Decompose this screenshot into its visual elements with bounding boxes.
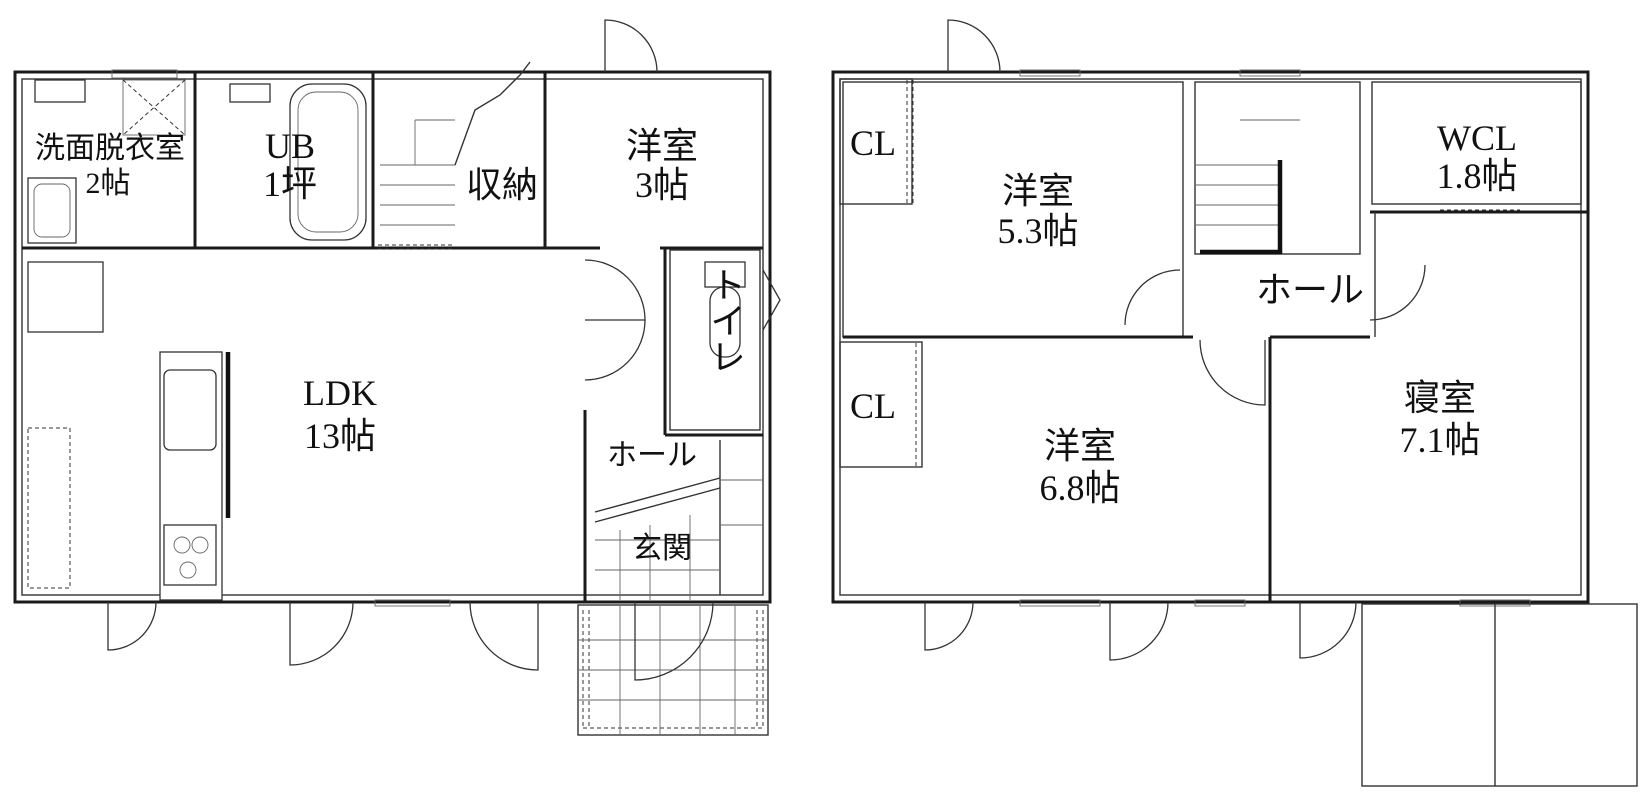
storage-name: 収納	[466, 165, 538, 205]
doors-floor2	[924, 19, 1531, 661]
bedroom-size: 7.1帖	[1399, 420, 1480, 460]
ldk-size: 13帖	[304, 416, 376, 456]
stairs-floor2	[1194, 81, 1361, 255]
hall1-name: ホール	[607, 439, 697, 472]
ldk-name: LDK	[303, 373, 377, 413]
closet2-name: CL	[850, 386, 896, 426]
washroom-name: 洗面脱衣室	[35, 132, 185, 165]
western3-size: 3帖	[635, 165, 689, 205]
entrance-name: 玄関	[632, 532, 692, 565]
washroom-fixtures	[27, 79, 186, 244]
western68-name: 洋室	[1044, 426, 1116, 466]
toilet-fixture	[704, 261, 746, 358]
stairs-floor1	[378, 61, 531, 250]
doors-floor1	[107, 19, 781, 681]
bathtub	[229, 83, 367, 241]
wcl-size: 1.8帖	[1436, 156, 1517, 196]
washroom-size: 2帖	[86, 167, 131, 200]
kitchen-counter	[27, 261, 231, 601]
toilet-name: トイレ	[705, 266, 745, 374]
western53-size: 5.3帖	[997, 211, 1078, 251]
hall2-name: ホール	[1256, 270, 1364, 310]
wcl-name: WCL	[1437, 118, 1517, 158]
western3-name: 洋室	[626, 126, 698, 166]
floor-2-plan: CL 洋室 5.3帖 WCL 1.8帖 ホール CL 洋室 6.8帖 寝室 7.…	[831, 19, 1638, 787]
bath-size: 1坪	[263, 164, 317, 204]
bedroom-name: 寝室	[1404, 378, 1476, 418]
western68-size: 6.8帖	[1039, 468, 1120, 508]
entrance-tiles	[595, 515, 720, 600]
floor-1-plan: 洗面脱衣室 2帖 UB 1坪 収納 洋室 3帖 LDK 13帖 トイレ ホール …	[13, 19, 781, 736]
balcony	[1361, 603, 1638, 787]
western53-name: 洋室	[1002, 171, 1074, 211]
bath-name: UB	[265, 126, 315, 166]
closet1-name: CL	[850, 123, 896, 163]
